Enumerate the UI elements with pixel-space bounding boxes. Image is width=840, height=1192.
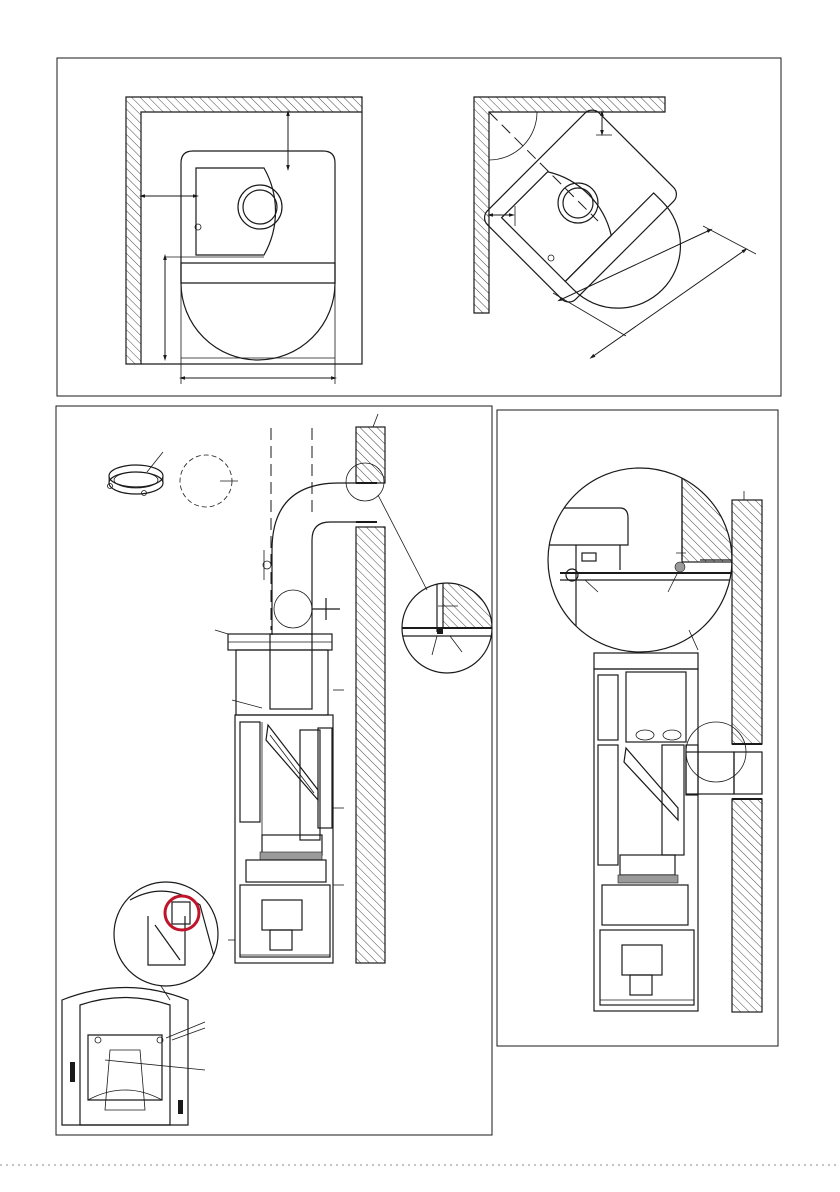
through-wall-panel — [497, 410, 778, 1046]
floor-plan-panel — [57, 58, 781, 396]
rear-wall-upper — [356, 427, 385, 483]
grate — [260, 852, 322, 860]
wall-lower-section — [732, 799, 762, 1012]
rear-flue-frame — [56, 406, 492, 1135]
rear-flue-panel — [56, 406, 503, 1135]
grate-2 — [618, 875, 678, 883]
rear-wall-lower — [356, 527, 385, 963]
wall-upper-section — [732, 500, 762, 744]
